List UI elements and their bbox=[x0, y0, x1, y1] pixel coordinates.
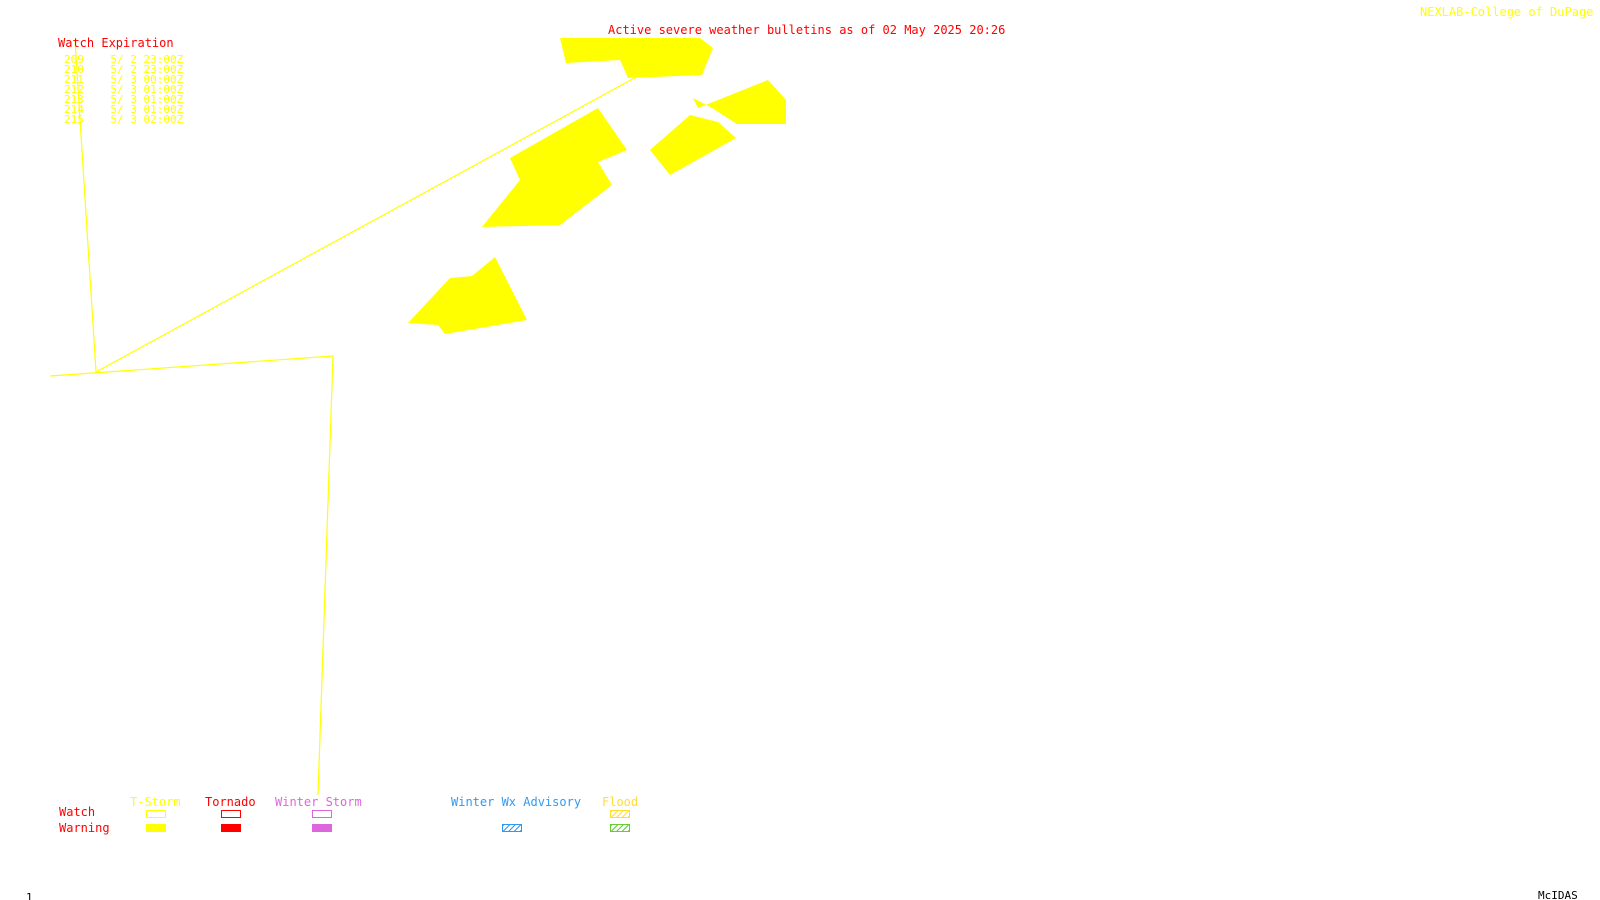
legend-winter-storm-warning-swatch bbox=[312, 824, 332, 832]
legend-tstorm-label: T-Storm bbox=[130, 795, 181, 809]
warning-polygon bbox=[482, 108, 627, 227]
legend-flood-watch-swatch bbox=[610, 810, 630, 818]
watch-id: 210 bbox=[64, 63, 84, 76]
legend-flood-warning-swatch bbox=[610, 824, 630, 832]
warning-polygon bbox=[650, 115, 736, 175]
legend-winter-storm-label: Winter Storm bbox=[275, 795, 362, 809]
watch-expiration-row: 211 5/ 3 00:00Z bbox=[64, 74, 183, 85]
watch-expiry-time: 5/ 2 23:00Z bbox=[110, 63, 184, 76]
watch-expiration-row: 210 5/ 2 23:00Z bbox=[64, 64, 183, 75]
watch-expiration-row: 214 5/ 3 01:00Z bbox=[64, 104, 183, 115]
watch-expiry-time: 5/ 3 01:00Z bbox=[110, 103, 184, 116]
watch-expiration-row: 215 5/ 3 02:00Z bbox=[64, 114, 183, 125]
watch-expiry-time: 5/ 3 00:00Z bbox=[110, 73, 184, 86]
legend-watch-label: Watch bbox=[59, 805, 96, 819]
watch-expiry-time: 5/ 2 23:00Z bbox=[110, 53, 184, 66]
legend-tstorm-watch-swatch bbox=[146, 810, 166, 818]
watch-id: 213 bbox=[64, 93, 84, 106]
software-label: McIDAS bbox=[1538, 889, 1578, 900]
watch-expiration-title: Watch Expiration bbox=[58, 36, 174, 50]
legend-tornado-label: Tornado bbox=[205, 795, 256, 809]
watch-outline-boundary bbox=[74, 39, 641, 373]
legend-warning-label: Warning bbox=[59, 821, 110, 835]
legend-tornado-warning-swatch bbox=[221, 824, 241, 832]
bulletin-title: Active severe weather bulletins as of 02… bbox=[608, 23, 1006, 37]
legend-tstorm-warning-swatch bbox=[146, 824, 166, 832]
warning-polygon bbox=[560, 38, 713, 78]
legend-winter-advisory-label: Winter Wx Advisory bbox=[451, 795, 582, 809]
watch-id: 214 bbox=[64, 103, 84, 116]
source-credit: NEXLAB-College of DuPage R bbox=[1420, 5, 1600, 19]
watch-id: 209 bbox=[64, 53, 84, 66]
warning-polygon bbox=[693, 80, 786, 124]
watch-id: 215 bbox=[64, 113, 84, 126]
watch-id: 212 bbox=[64, 83, 84, 96]
watch-expiration-row: 212 5/ 3 01:00Z bbox=[64, 84, 183, 95]
warning-polygon bbox=[408, 257, 527, 334]
legend-flood-label: Flood bbox=[602, 795, 639, 809]
legend-winter-storm-watch-swatch bbox=[312, 810, 332, 818]
legend-winter-advisory-swatch bbox=[502, 824, 522, 832]
watch-id: 211 bbox=[64, 73, 84, 86]
watch-outline-boundary bbox=[49, 355, 334, 796]
watch-expiration-row: 209 5/ 2 23:00Z bbox=[64, 54, 183, 65]
frame-number: 1 bbox=[26, 891, 33, 900]
watch-expiry-time: 5/ 3 01:00Z bbox=[110, 93, 184, 106]
legend-tornado-watch-swatch bbox=[221, 810, 241, 818]
watch-expiration-row: 213 5/ 3 01:00Z bbox=[64, 94, 183, 105]
watch-expiry-time: 5/ 3 01:00Z bbox=[110, 83, 184, 96]
watch-expiry-time: 5/ 3 02:00Z bbox=[110, 113, 184, 126]
